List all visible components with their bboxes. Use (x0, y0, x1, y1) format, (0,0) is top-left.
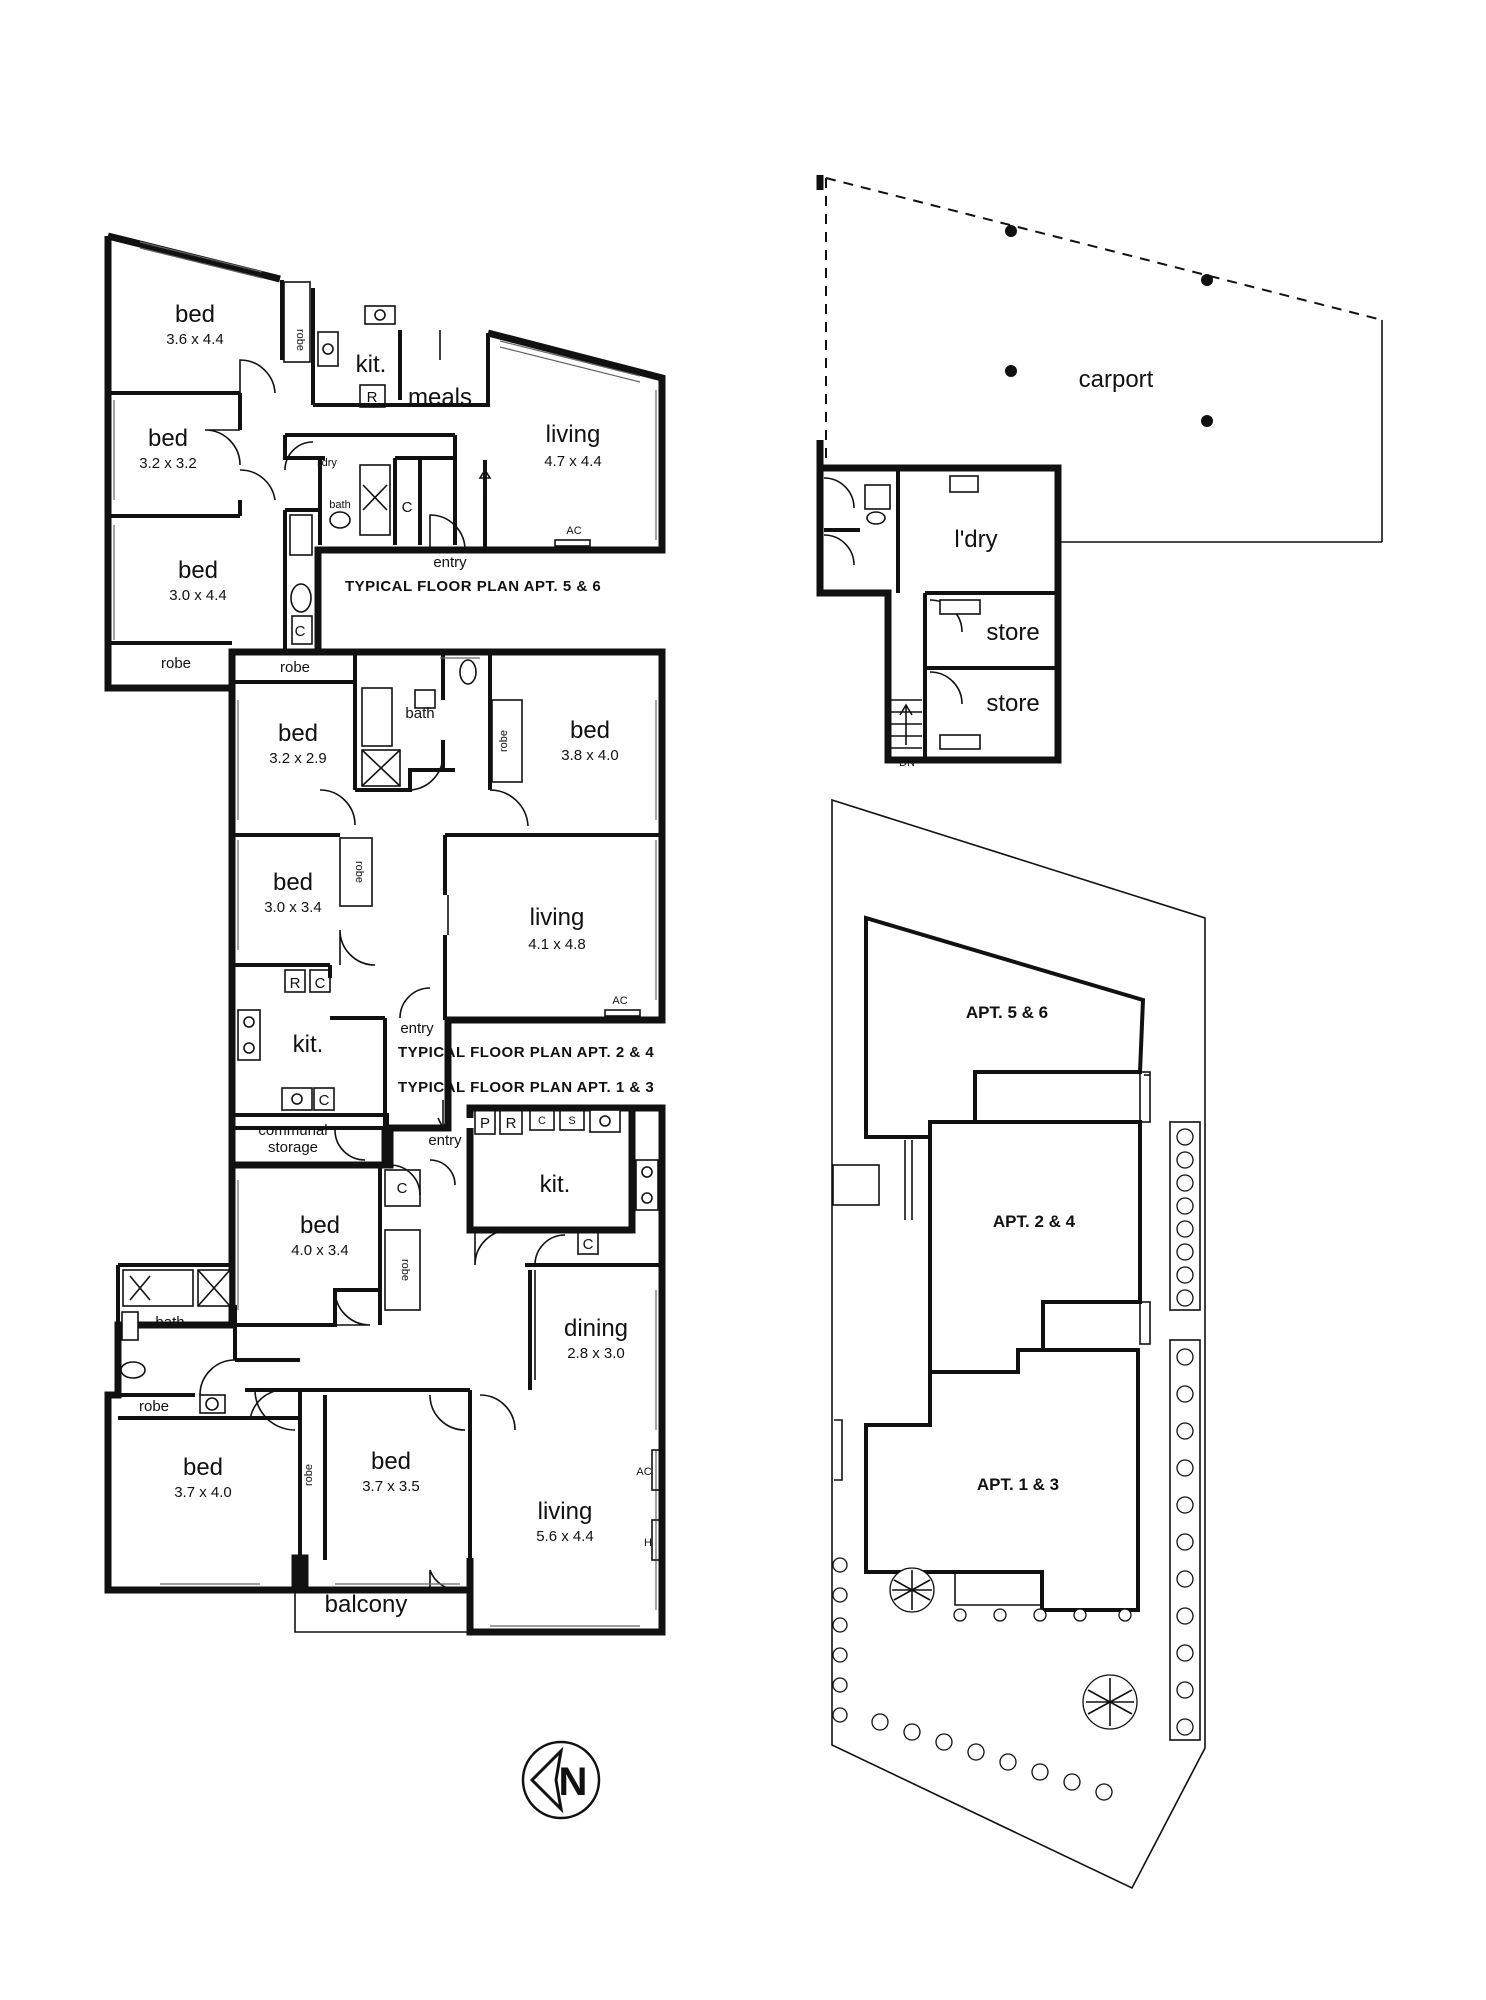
laundry-label: l'dry (317, 457, 337, 469)
site-building-label: APT. 1 & 3 (977, 1475, 1059, 1494)
bed-size: 3.0 x 4.4 (169, 587, 227, 604)
robe-label: robe (280, 659, 310, 676)
store-label: store (986, 690, 1039, 717)
site-building-label: APT. 5 & 6 (966, 1003, 1048, 1022)
site-building-label: APT. 2 & 4 (993, 1212, 1076, 1231)
meals-label: meals (408, 384, 472, 411)
bed-label: bed (183, 1454, 223, 1481)
ac-label: AC (566, 525, 581, 537)
sink-label: S (568, 1115, 575, 1127)
ac-label: AC (612, 995, 627, 1007)
fridge-label: R (506, 1115, 517, 1132)
shrub-icon (832, 1128, 1194, 1801)
living-size: 5.6 x 4.4 (536, 1528, 594, 1545)
laundry-label: l'dry (954, 526, 997, 553)
bed-label: bed (278, 720, 318, 747)
entry-label: entry (433, 554, 467, 571)
bed-label: bed (148, 425, 188, 452)
fridge-label: R (290, 975, 301, 992)
robe-label: robe (498, 730, 510, 752)
tree-icon (889, 1567, 1138, 1730)
floor-plan-caption: TYPICAL FLOOR PLAN APT. 2 & 4 (398, 1044, 654, 1061)
kitchen-label: kit. (540, 1171, 571, 1198)
bed-label: bed (570, 717, 610, 744)
store-label: store (986, 619, 1039, 646)
robe-label: robe (399, 1259, 411, 1281)
communal-storage-label: communal (258, 1122, 327, 1139)
pantry-label: P (480, 1115, 490, 1132)
bed-label: bed (175, 301, 215, 328)
cupboard-label: C (402, 499, 413, 516)
robe-label: robe (303, 1464, 315, 1486)
living-label: living (546, 421, 601, 448)
cupboard-label: C (583, 1236, 594, 1253)
outbuilding-plan: carport l'dry store store DN (816, 175, 1383, 769)
floor-plan-apt-5-6: bed 3.6 x 4.4 robe kit. R meals bed 3.2 … (104, 232, 666, 692)
compass-north-letter: N (559, 1760, 588, 1804)
bed-size: 3.7 x 3.5 (362, 1478, 420, 1495)
cupboard-label: C (397, 1180, 408, 1197)
living-label: living (530, 904, 585, 931)
floor-plan-caption: TYPICAL FLOOR PLAN APT. 5 & 6 (345, 578, 601, 595)
bed-label: bed (273, 869, 313, 896)
bed-label: bed (178, 557, 218, 584)
cupboard-label: C (319, 1092, 330, 1109)
bed-label: bed (300, 1212, 340, 1239)
entry-label: entry (428, 1132, 462, 1149)
bed-size: 3.2 x 3.2 (139, 455, 197, 472)
living-label: living (538, 1498, 593, 1525)
carport-label: carport (1079, 366, 1154, 393)
entry-label: entry (400, 1020, 434, 1037)
bed-size: 3.2 x 2.9 (269, 750, 327, 767)
kitchen-label: kit. (293, 1031, 324, 1058)
balcony-label: balcony (325, 1591, 408, 1618)
robe-label: robe (161, 655, 191, 672)
cupboard-label: C (295, 623, 306, 640)
robe-label: robe (294, 329, 306, 351)
bed-size: 3.6 x 4.4 (166, 331, 224, 348)
floor-plan-apt-1-3: TYPICAL FLOOR PLAN APT. 1 & 3 entry (104, 1079, 666, 1636)
heater-label: H (644, 1537, 652, 1549)
ac-label: AC (636, 1466, 651, 1478)
cupboard-label: C (315, 975, 326, 992)
bath-label: bath (155, 1314, 184, 1331)
bed-size: 3.8 x 4.0 (561, 747, 619, 764)
bed-size: 4.0 x 3.4 (291, 1242, 349, 1259)
dining-size: 2.8 x 3.0 (567, 1345, 625, 1362)
bath-label: bath (405, 705, 434, 722)
site-plan: APT. 5 & 6 APT. 2 & 4 APT. 1 & 3 (831, 798, 1206, 1890)
bath-label: bath (329, 499, 350, 511)
bed-size: 3.7 x 4.0 (174, 1484, 232, 1501)
floor-plan-caption: TYPICAL FLOOR PLAN APT. 1 & 3 (398, 1079, 654, 1096)
robe-label: robe (139, 1398, 169, 1415)
fridge-label: R (367, 389, 378, 406)
robe-label: robe (353, 861, 365, 883)
dining-label: dining (564, 1315, 628, 1342)
communal-storage-label: storage (268, 1139, 318, 1156)
stair-down-label: DN (899, 757, 915, 769)
floor-plan-apt-2-4: robe bath robe bed 3.2 x 2.9 bed 3.8 x 4… (228, 648, 666, 1169)
living-size: 4.7 x 4.4 (544, 453, 602, 470)
cupboard-label: C (538, 1115, 546, 1127)
kitchen-label: kit. (356, 351, 387, 378)
living-size: 4.1 x 4.8 (528, 936, 586, 953)
bed-size: 3.0 x 3.4 (264, 899, 322, 916)
bed-label: bed (371, 1448, 411, 1475)
north-compass-icon: N (521, 1740, 601, 1820)
